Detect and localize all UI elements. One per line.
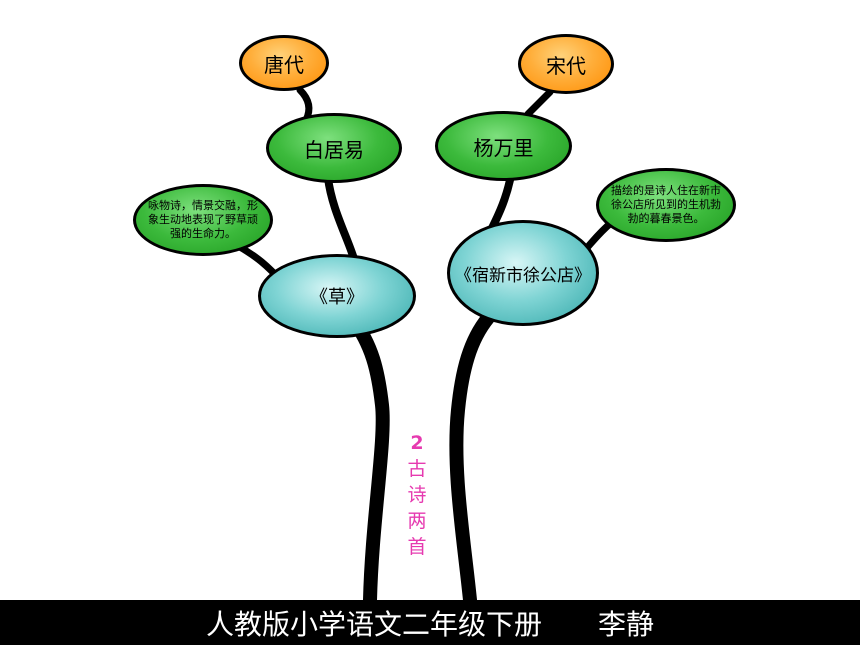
tree-branches bbox=[234, 86, 616, 600]
right-branch-era bbox=[524, 88, 554, 118]
right-era-node: 宋代 bbox=[518, 34, 614, 94]
left-poem-node: 《草》 bbox=[258, 254, 416, 338]
lesson-title-char: 首 bbox=[407, 536, 427, 558]
right-poet-label: 杨万里 bbox=[473, 135, 534, 160]
right-poem-title: 《宿新市徐公店》 bbox=[455, 265, 591, 286]
left-poem-title: 《草》 bbox=[310, 287, 364, 308]
lesson-title-char: 诗 bbox=[407, 484, 427, 506]
lesson-title: 2 古 诗 两 首 bbox=[404, 430, 430, 560]
left-poet-node: 白居易 bbox=[266, 113, 402, 183]
left-era-node: 唐代 bbox=[239, 35, 329, 91]
right-description-node: 描绘的是诗人住在新市徐公店所见到的生机勃勃的暮春景色。 bbox=[596, 168, 736, 242]
lesson-number: 2 bbox=[410, 432, 424, 454]
right-description-text: 描绘的是诗人住在新市徐公店所见到的生机勃勃的暮春景色。 bbox=[611, 184, 721, 225]
footer-course-text: 人教版小学语文二年级下册 bbox=[205, 607, 542, 641]
left-trunk bbox=[345, 311, 390, 600]
right-poet-node: 杨万里 bbox=[435, 111, 572, 181]
left-era-label: 唐代 bbox=[264, 52, 304, 77]
left-branch-poet bbox=[324, 174, 359, 266]
footer-author: 李静 bbox=[598, 607, 655, 641]
right-era-label: 宋代 bbox=[546, 53, 586, 78]
lesson-title-char: 古 bbox=[407, 458, 427, 480]
right-trunk bbox=[449, 311, 495, 600]
left-description-node: 咏物诗，情景交融，形象生动地表现了野草顽强的生命力。 bbox=[133, 184, 273, 256]
left-poet-label: 白居易 bbox=[304, 137, 364, 162]
right-poem-node: 《宿新市徐公店》 bbox=[447, 220, 599, 326]
footer-bar: 人教版小学语文二年级下册 李静 bbox=[0, 600, 860, 645]
lesson-title-char: 两 bbox=[407, 510, 427, 532]
left-description-text: 咏物诗，情景交融，形象生动地表现了野草顽强的生命力。 bbox=[148, 199, 258, 240]
